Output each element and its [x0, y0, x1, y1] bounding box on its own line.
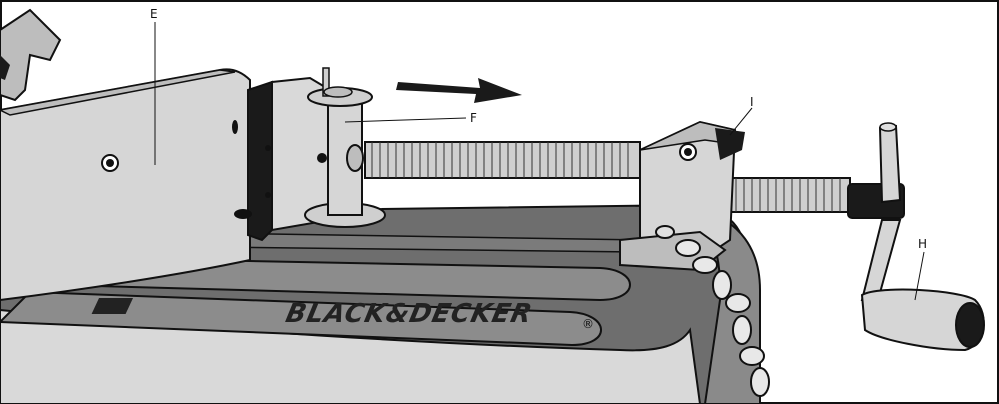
crank-handle — [860, 122, 985, 352]
clamp-lever-dark — [715, 128, 745, 160]
chain-link — [725, 293, 751, 313]
screw-rod-right — [719, 177, 851, 213]
bracket-hole-upper — [265, 145, 271, 151]
chain-link — [675, 239, 701, 257]
leader-line-f — [344, 117, 467, 123]
chain-link — [655, 225, 675, 239]
bracket-hole-lower — [265, 192, 271, 198]
callout-label-h: H — [918, 237, 927, 251]
brand-logo: BLACK&DECKER ® — [91, 298, 594, 331]
crank-shaft-upper — [878, 124, 902, 204]
saw-head-dark-part — [0, 55, 10, 80]
callout-label-f: F — [470, 111, 477, 125]
callout-label-e: E — [150, 7, 158, 21]
chain-link — [739, 346, 765, 366]
bracket-hole-face — [317, 153, 327, 163]
clamp-chain — [655, 225, 770, 397]
fence-slot — [232, 120, 238, 134]
brand-registered-mark: ® — [582, 317, 594, 331]
pin-base-shadow — [234, 209, 252, 219]
chain-link — [712, 270, 732, 300]
clamp-bracket-plate — [247, 80, 273, 242]
crank-grip-end — [955, 302, 985, 348]
brand-logo-chevron — [91, 298, 134, 314]
base-rail-lower — [0, 290, 602, 347]
chain-link — [750, 367, 770, 397]
fence-left — [0, 68, 251, 302]
brand-name: BLACK&DECKER — [283, 299, 535, 329]
screw-rod-left — [364, 141, 641, 179]
leader-line-h — [914, 251, 925, 301]
screw-rod-end — [346, 144, 364, 172]
direction-arrow — [396, 78, 522, 103]
screw-threads-left — [371, 142, 629, 178]
clamp-housing-screw-center — [684, 148, 692, 156]
crank-shaft-top — [879, 122, 897, 132]
saw-head-fragment — [0, 8, 62, 102]
clamp-pin-cap — [323, 86, 353, 98]
fence-hole-inner — [106, 159, 114, 167]
clamp-pin-knob — [322, 67, 330, 97]
callout-label-i: I — [750, 95, 754, 109]
chain-link — [692, 256, 718, 274]
leader-line-i — [729, 107, 753, 136]
fence-left-top-edge — [0, 69, 236, 116]
chain-link — [732, 315, 752, 345]
